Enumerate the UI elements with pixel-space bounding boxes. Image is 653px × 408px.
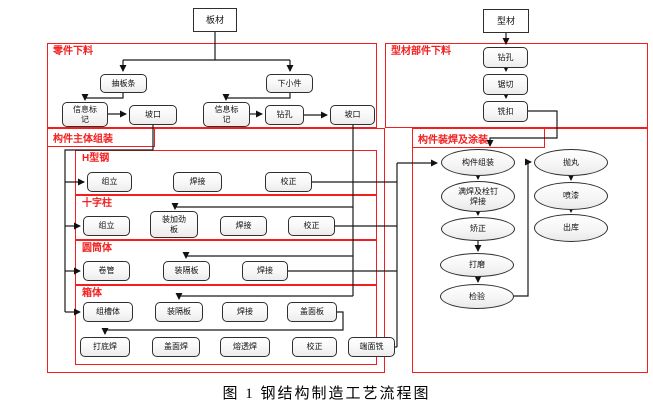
node-straighten: 矫正	[441, 217, 515, 241]
node-box-root-weld: 打底焊	[80, 337, 130, 357]
node-strip: 抽板条	[100, 74, 147, 93]
node-cross-correct: 校正	[288, 216, 335, 236]
node-profile: 型材	[483, 9, 529, 33]
node-cylinder-weld: 焊接	[242, 261, 288, 281]
node-cross-stiffener: 装加劲板	[150, 211, 198, 238]
node-info-mark-left: 信息标记	[62, 102, 108, 127]
node-box-end-mill: 端面铣	[348, 337, 395, 357]
node-info-mark-right: 信息标记	[203, 102, 250, 127]
node-cross-weld: 焊接	[220, 216, 267, 236]
region-main-assembly	[47, 128, 385, 373]
node-cylinder-diaphragm: 装隔板	[163, 261, 210, 281]
node-grind: 打磨	[440, 253, 514, 277]
node-stud-weld-label: 满焊及栓钉焊接	[458, 186, 498, 206]
node-box-weld: 焊接	[222, 302, 268, 322]
node-box-channel: 组槽体	[83, 302, 133, 322]
node-info-mark-right-label: 信息标记	[214, 105, 239, 124]
subregion-cylinder-label: 圆筒体	[82, 243, 112, 254]
figure-caption: 图 1 钢结构制造工艺流程图	[222, 386, 431, 402]
node-small-parts: 下小件	[266, 74, 313, 93]
node-paint: 喷漆	[534, 182, 608, 210]
node-inspect: 检验	[440, 284, 514, 309]
node-hbeam-assemble: 组立	[87, 172, 132, 192]
region-main-assembly-label: 构件主体组装	[47, 128, 155, 147]
node-hbeam-weld: 焊接	[173, 172, 222, 192]
node-component-assembly: 构件组装	[441, 149, 515, 176]
subregion-box-body-label: 箱体	[82, 288, 102, 299]
subregion-box-body	[75, 285, 377, 365]
node-outbound: 出库	[534, 214, 608, 242]
node-cylinder-roll: 卷管	[83, 261, 130, 281]
node-profile-drill: 钻孔	[483, 47, 528, 68]
node-hbeam-correct: 校正	[265, 172, 312, 192]
node-info-mark-left-label: 信息标记	[73, 105, 97, 124]
node-box-cover-weld: 盖面焊	[152, 337, 200, 357]
node-plate: 板材	[193, 8, 237, 32]
node-cross-stiffener-label: 装加劲板	[162, 215, 186, 234]
node-groove-right: 坡口	[330, 105, 375, 125]
region-parts-cutting-label: 零件下料	[53, 46, 93, 57]
node-box-diaphragm: 装隔板	[155, 302, 203, 322]
node-box-cover-plate: 盖面板	[287, 302, 337, 322]
subregion-h-beam-label: H型钢	[82, 153, 110, 164]
region-parts-cutting	[47, 43, 377, 128]
node-profile-notch: 铣扣	[483, 101, 528, 122]
node-box-correct: 校正	[292, 337, 337, 357]
node-box-penetration-weld: 熔透焊	[220, 337, 270, 357]
node-plate-drill: 钻孔	[265, 105, 304, 125]
node-profile-saw: 锯切	[483, 74, 528, 95]
node-shot-blast: 抛丸	[534, 149, 608, 176]
region-weld-paint-label: 构件装焊及涂装	[412, 128, 545, 148]
node-cross-assemble: 组立	[83, 216, 130, 236]
node-stud-weld: 满焊及栓钉焊接	[441, 181, 515, 212]
node-groove-left: 坡口	[129, 105, 177, 125]
subregion-cross-column-label: 十字柱	[82, 198, 112, 209]
region-profile-parts-cutting-label: 型材部件下料	[391, 46, 451, 57]
